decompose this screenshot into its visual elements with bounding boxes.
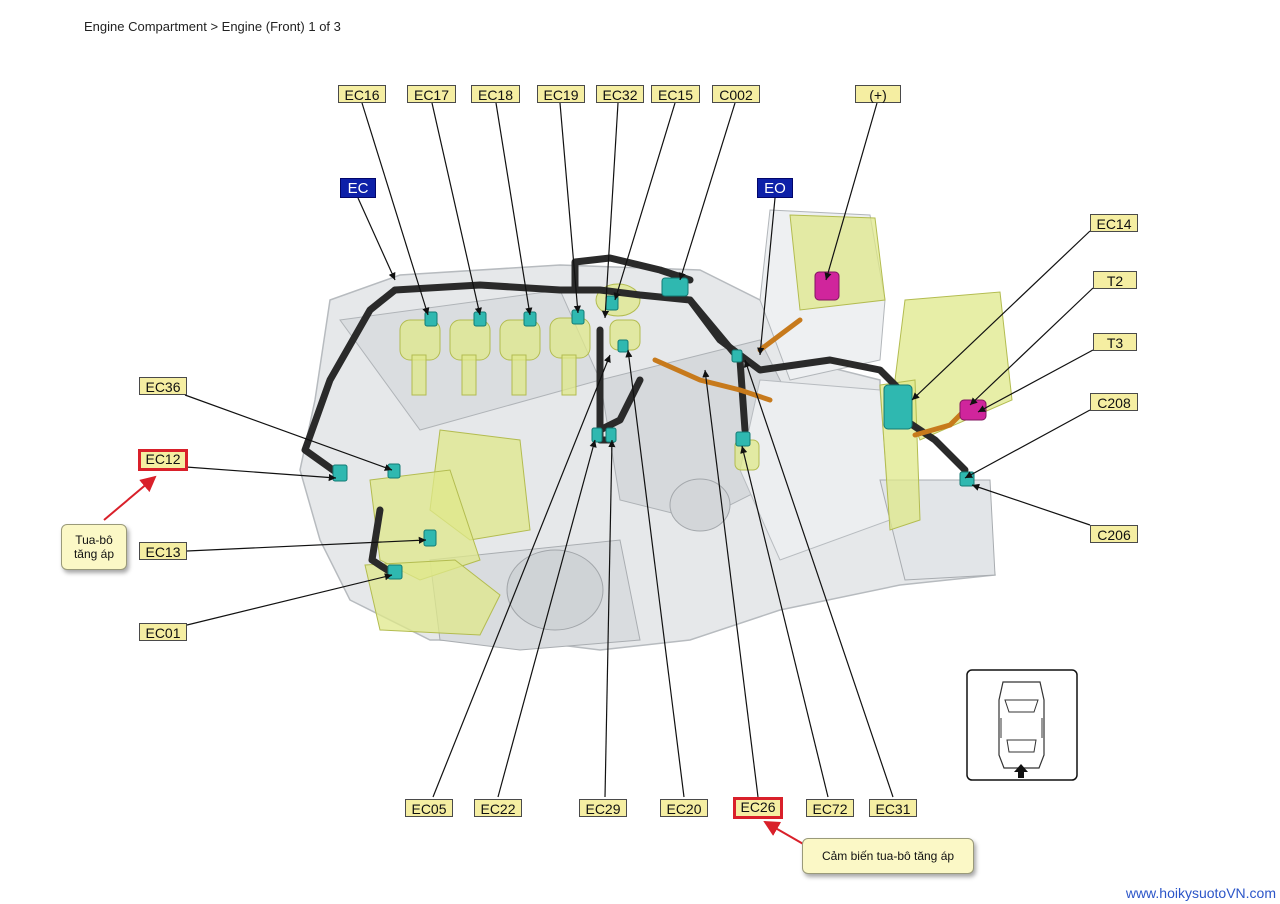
connector-label-ec20[interactable]: EC20: [660, 799, 708, 817]
connector-label-ec36[interactable]: EC36: [139, 377, 187, 395]
connector-label-ec05[interactable]: EC05: [405, 799, 453, 817]
connector-label-t2[interactable]: T2: [1093, 271, 1137, 289]
connector-label-ec16[interactable]: EC16: [338, 85, 386, 103]
connector-markers: [332, 277, 975, 580]
connector-label-ec15[interactable]: EC15: [651, 85, 700, 103]
connector-label-ec26[interactable]: EC26: [733, 797, 783, 819]
connector-label-ec31[interactable]: EC31: [869, 799, 917, 817]
front-direction-arrow-icon: [1014, 764, 1028, 778]
callout-turbo: Tua-bô tăng áp: [61, 524, 127, 570]
connector-label-ec01[interactable]: EC01: [139, 623, 187, 641]
callout-turbo-sensor: Cảm biến tua-bô tăng áp: [802, 838, 974, 874]
connector-label-ec72[interactable]: EC72: [806, 799, 854, 817]
connector-label-ec19[interactable]: EC19: [537, 85, 585, 103]
connector-label-plus[interactable]: (+): [855, 85, 901, 103]
orientation-inset: [966, 669, 1078, 781]
connector-label-t3[interactable]: T3: [1093, 333, 1137, 351]
connector-label-c206[interactable]: C206: [1090, 525, 1138, 543]
connector-label-ec12[interactable]: EC12: [138, 449, 188, 471]
zone-label-ec[interactable]: EC: [340, 178, 376, 198]
breadcrumb: Engine Compartment > Engine (Front) 1 of…: [84, 19, 341, 34]
connector-label-ec14[interactable]: EC14: [1090, 214, 1138, 232]
connector-label-ec17[interactable]: EC17: [407, 85, 456, 103]
zone-label-eo[interactable]: EO: [757, 178, 793, 198]
connector-label-ec18[interactable]: EC18: [471, 85, 520, 103]
connector-label-ec13[interactable]: EC13: [139, 542, 187, 560]
watermark: www.hoikysuotoVN.com: [1125, 885, 1276, 901]
connector-label-ec32[interactable]: EC32: [596, 85, 644, 103]
callout-arrows: [103, 475, 806, 846]
car-top-view-icon: [998, 681, 1045, 769]
battery-highlight: [789, 214, 886, 311]
leader-lines: [184, 102, 1094, 798]
connector-label-ec22[interactable]: EC22: [474, 799, 522, 817]
connector-label-c002[interactable]: C002: [712, 85, 760, 103]
connector-label-c208[interactable]: C208: [1090, 393, 1138, 411]
connector-label-ec29[interactable]: EC29: [579, 799, 627, 817]
